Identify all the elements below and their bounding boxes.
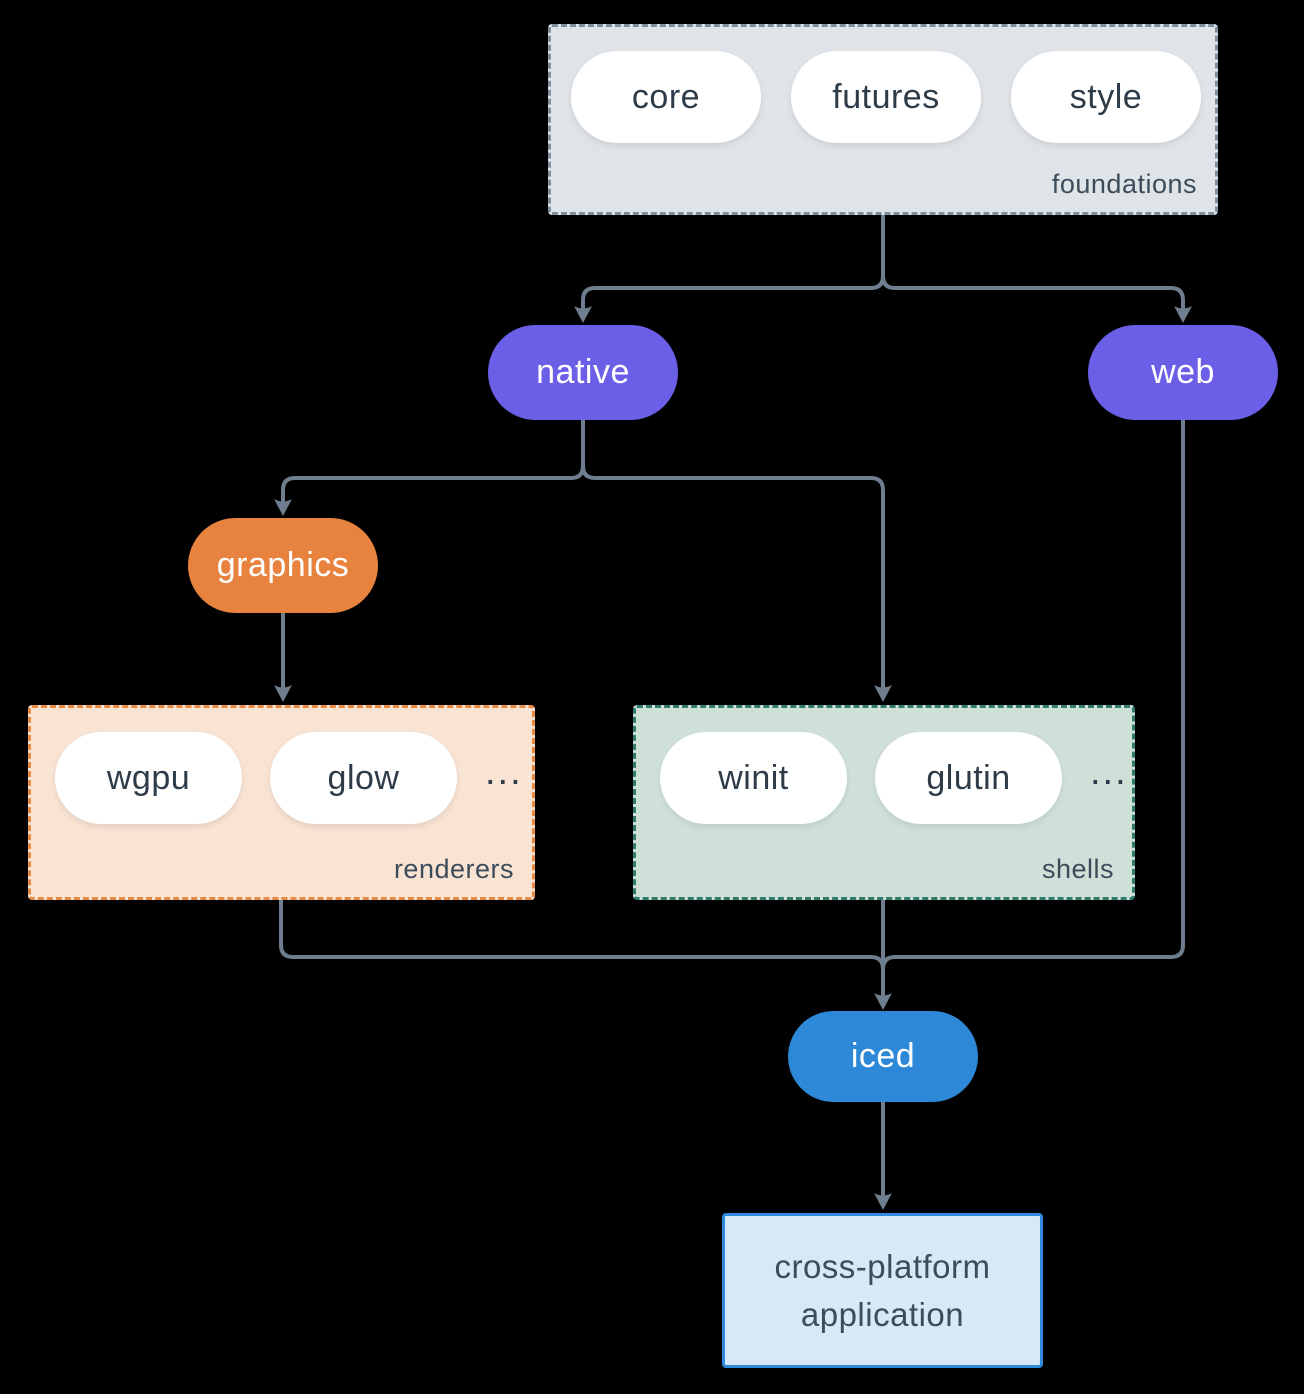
- app-label-line2: application: [800, 1295, 965, 1333]
- node-glutin[interactable]: glutin: [875, 732, 1062, 824]
- node-core[interactable]: core: [571, 51, 761, 143]
- node-style[interactable]: style: [1011, 51, 1201, 143]
- renderers-pill-row: wgpu glow ...: [31, 708, 532, 824]
- edge-foundations-web: [881, 215, 1185, 310]
- foundations-group: core futures style foundations: [548, 24, 1218, 215]
- shells-group-label: shells: [1041, 854, 1114, 884]
- foundations-pill-row: core futures style: [551, 27, 1215, 143]
- arrowhead-app: [874, 1193, 892, 1210]
- arrowhead-graphics: [274, 499, 292, 516]
- node-futures-label: futures: [832, 77, 940, 116]
- arrowhead-shells: [874, 685, 892, 702]
- node-graphics-label: graphics: [216, 546, 350, 584]
- node-iced-label: iced: [850, 1037, 916, 1075]
- edge-native-graphics: [281, 420, 585, 503]
- arrowhead-native: [574, 306, 592, 323]
- node-native[interactable]: native: [488, 325, 678, 420]
- node-glutin-label: glutin: [926, 758, 1011, 797]
- arrowhead-web: [1174, 306, 1192, 323]
- node-native-label: native: [536, 353, 630, 391]
- node-style-label: style: [1069, 77, 1143, 116]
- node-wgpu-label: wgpu: [106, 758, 191, 797]
- edge-native-shells: [581, 420, 885, 689]
- edge-foundations-native: [581, 215, 885, 310]
- arrowhead-iced: [874, 993, 892, 1010]
- node-web-label: web: [1151, 353, 1215, 391]
- node-futures[interactable]: futures: [791, 51, 981, 143]
- foundations-group-label: foundations: [1051, 169, 1197, 199]
- renderers-group: wgpu glow ... renderers: [28, 705, 535, 900]
- app-label-line1: cross-platform: [774, 1247, 991, 1285]
- renderers-ellipsis: ...: [485, 750, 523, 793]
- node-core-label: core: [631, 77, 701, 116]
- node-cross-platform-application[interactable]: cross-platform application: [722, 1213, 1043, 1368]
- node-winit-label: winit: [718, 758, 789, 797]
- node-iced[interactable]: iced: [788, 1011, 978, 1102]
- renderers-group-label: renderers: [393, 854, 514, 884]
- node-web[interactable]: web: [1088, 325, 1278, 420]
- shells-group: winit glutin ... shells: [633, 705, 1135, 900]
- node-wgpu[interactable]: wgpu: [55, 732, 242, 824]
- node-winit[interactable]: winit: [660, 732, 847, 824]
- edge-renderers-iced: [279, 900, 885, 970]
- node-glow[interactable]: glow: [270, 732, 457, 824]
- shells-pill-row: winit glutin ...: [636, 708, 1132, 824]
- shells-ellipsis: ...: [1090, 750, 1128, 793]
- node-glow-label: glow: [327, 758, 400, 797]
- arrowhead-renderers: [274, 685, 292, 702]
- node-graphics[interactable]: graphics: [188, 518, 378, 613]
